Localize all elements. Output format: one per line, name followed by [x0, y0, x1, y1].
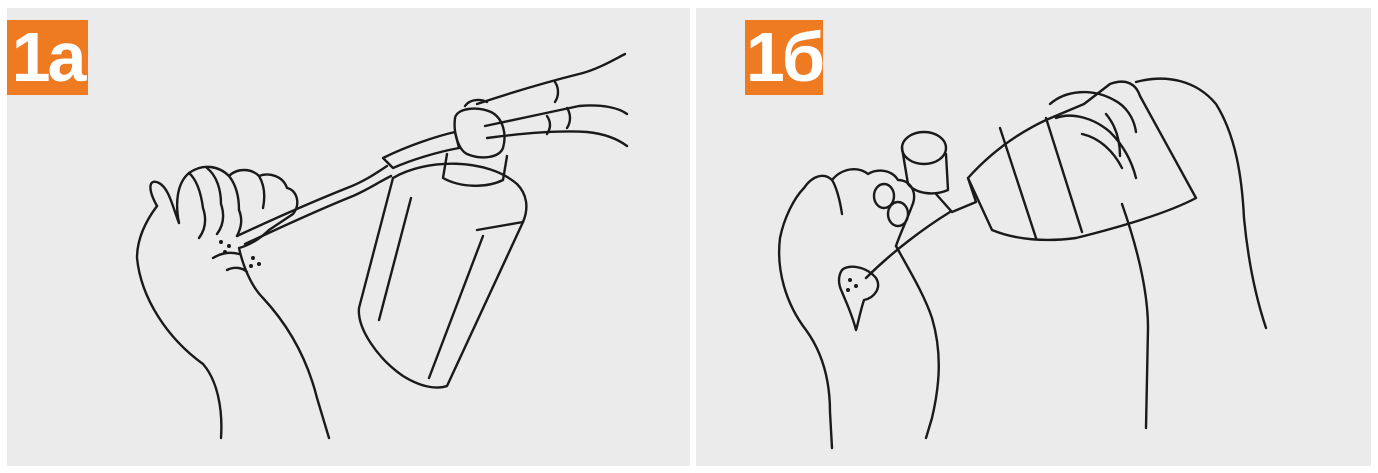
bottle-label-edge — [1000, 118, 1082, 238]
pump-dispenser-illustration — [7, 8, 690, 466]
pouring-bottle-illustration — [696, 8, 1371, 466]
hand-fingers — [804, 169, 914, 246]
wrist-line — [137, 206, 221, 438]
wrist-line — [1122, 204, 1148, 428]
pump-head — [455, 109, 505, 158]
bottle-edge — [379, 198, 523, 378]
bottle-shoulder — [393, 164, 526, 222]
bottle-body — [968, 82, 1196, 240]
finger-joints — [547, 82, 570, 134]
bottle-cap — [902, 148, 948, 193]
liquid-pool — [839, 267, 878, 330]
pressing-hand — [465, 54, 627, 146]
cupped-hand-outline — [779, 188, 832, 448]
bottle-body — [359, 178, 523, 388]
hand-inner — [896, 246, 939, 438]
pump-neck — [443, 154, 507, 186]
fingertip — [888, 202, 908, 226]
holding-hand — [1050, 79, 1266, 328]
panel-1b: 1б — [696, 8, 1371, 466]
holding-fingers — [1056, 114, 1136, 178]
panel-1a: 1a — [7, 8, 690, 466]
bottle-cap-top — [902, 132, 946, 164]
